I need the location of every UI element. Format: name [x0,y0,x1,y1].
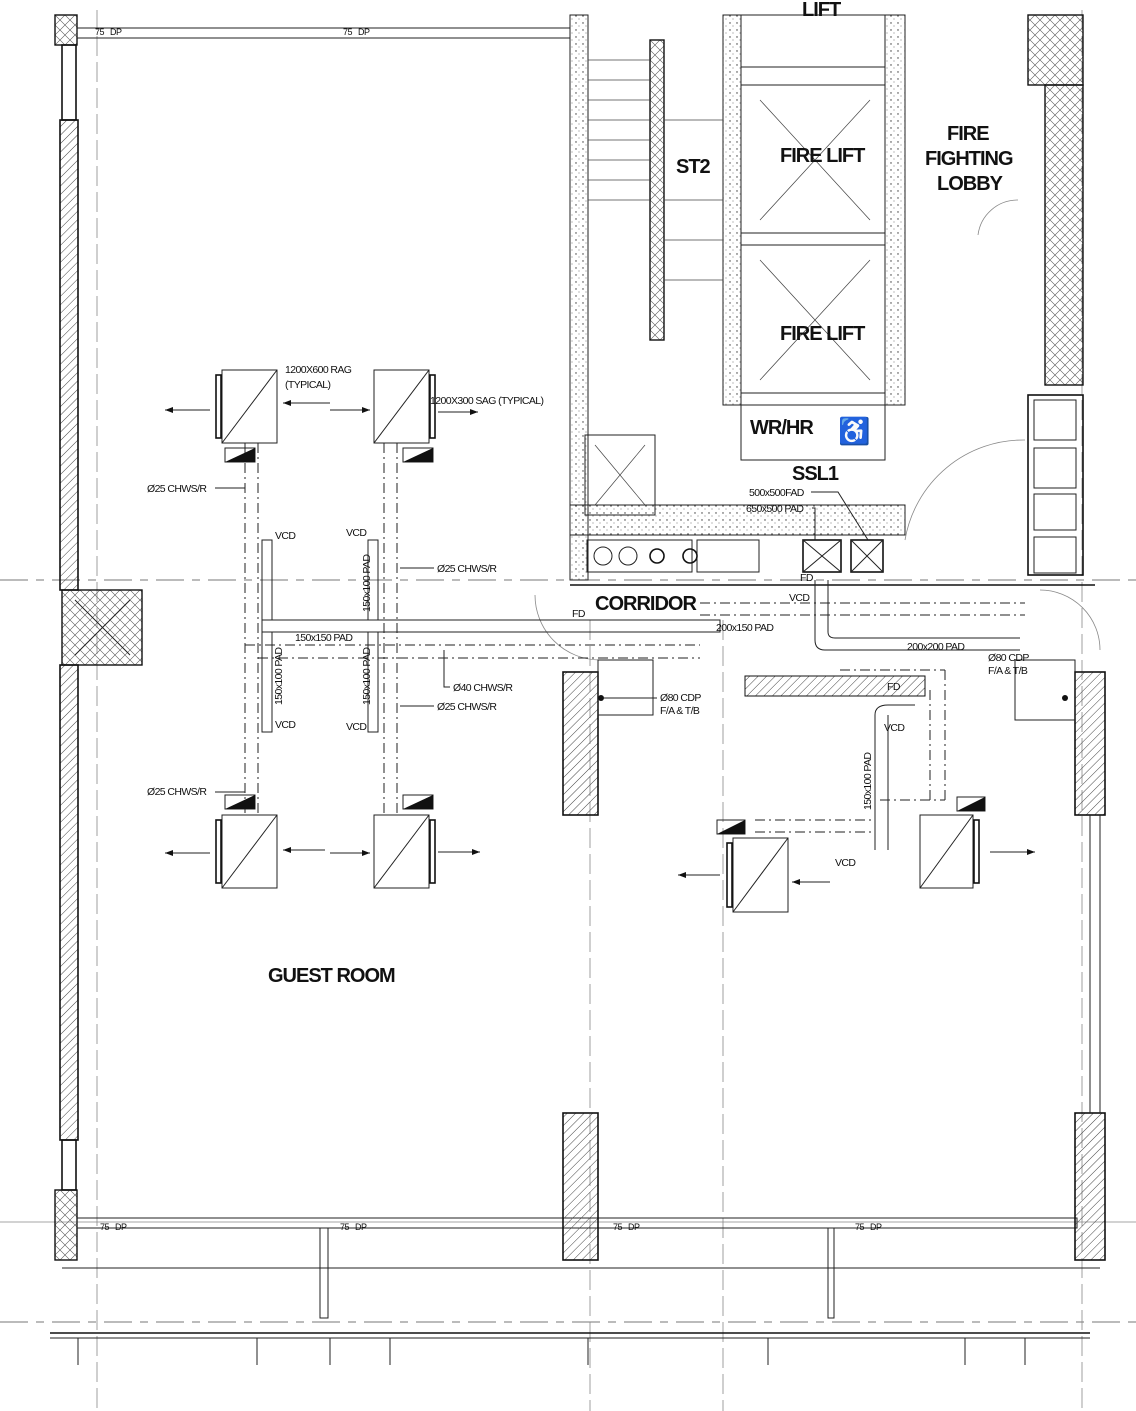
svg-text:75: 75 [343,27,353,37]
svg-text:DP: DP [628,1222,640,1232]
svg-text:75: 75 [613,1222,623,1232]
note-vcd: VCD [346,527,367,539]
svg-text:DP: DP [115,1222,127,1232]
svg-text:75: 75 [100,1222,110,1232]
svg-text:DP: DP [870,1222,882,1232]
note-vcd: VCD [835,857,856,869]
note-vcd: VCD [275,530,296,542]
label-lift: LIFT [802,0,841,21]
note-sag: 1200X300 SAG (TYPICAL) [430,395,544,407]
label-wr-hr: WR/HR [750,417,814,439]
label-stair: ST2 [676,156,711,178]
label-ffl-2: FIGHTING [925,148,1013,170]
note-pad-200x200: 200x200 PAD [907,641,965,653]
note-chw40: Ø40 CHWS/R [453,682,513,694]
fcu-unit [373,369,436,444]
note-vcd: VCD [275,719,296,731]
fcu-unit [919,814,980,889]
label-corridor: CORRIDOR [595,593,697,615]
note-vcd: VCD [789,592,810,604]
note-fad: 500x500FAD [749,487,805,499]
note-chw25: Ø25 CHWS/R [437,701,497,713]
chilled-water-pipes [244,443,1025,833]
fcu-unit [215,814,278,889]
note-pad-650x500: 650x500 PAD [746,503,804,515]
fcu-units [165,369,1035,913]
svg-text:DP: DP [110,27,122,37]
svg-text:75: 75 [340,1222,350,1232]
wheelchair-icon: ♿ [838,416,870,446]
svg-text:75: 75 [855,1222,865,1232]
note-cdp-sub: F/A & T/B [988,665,1028,677]
walls [50,14,1106,1365]
note-pad-150x100: 150x100 PAD [361,647,373,705]
fcu-unit [726,837,789,913]
svg-text:DP: DP [355,1222,367,1232]
note-pad-150x150: 150x150 PAD [295,632,353,644]
svg-text:DP: DP [358,27,370,37]
label-fire-lift-1: FIRE LIFT [780,145,865,167]
annotations: 1200X600 RAG (TYPICAL) 1200X300 SAG (TYP… [147,364,1068,869]
svg-text:75: 75 [95,27,105,37]
note-chw25: Ø25 CHWS/R [147,483,207,495]
note-cdp: Ø80 CDP [988,652,1029,664]
label-ffl-1: FIRE [947,123,989,145]
core [534,14,1101,721]
label-guest-room: GUEST ROOM [268,965,395,987]
note-cdp-sub: F/A & T/B [660,705,700,717]
room-labels: GUEST ROOM CORRIDOR LIFT FIRE LIFT FIRE … [268,0,1014,987]
note-pad-150x100: 150x100 PAD [273,647,285,705]
note-pad-150x100: 150x100 PAD [361,554,373,612]
note-chw25: Ø25 CHWS/R [437,563,497,575]
label-ffl-3: LOBBY [937,173,1004,195]
note-pad-200x150: 200x150 PAD [716,622,774,634]
label-ssl1: SSL1 [792,463,839,485]
note-fd: FD [887,681,901,693]
label-fire-lift-2: FIRE LIFT [780,323,865,345]
fcu-unit [373,814,436,889]
note-cdp: Ø80 CDP [660,692,701,704]
note-typical: (TYPICAL) [285,379,330,391]
note-pad-150x100: 150x100 PAD [862,752,874,810]
note-chw25: Ø25 CHWS/R [147,786,207,798]
note-rag: 1200X600 RAG [285,364,352,376]
note-vcd: VCD [346,721,367,733]
fcu-unit [215,369,278,444]
note-fd: FD [800,572,814,584]
ductwork [261,539,1020,850]
note-vcd: VCD [884,722,905,734]
thermostat-icons [224,447,986,835]
note-fd: FD [572,608,586,620]
